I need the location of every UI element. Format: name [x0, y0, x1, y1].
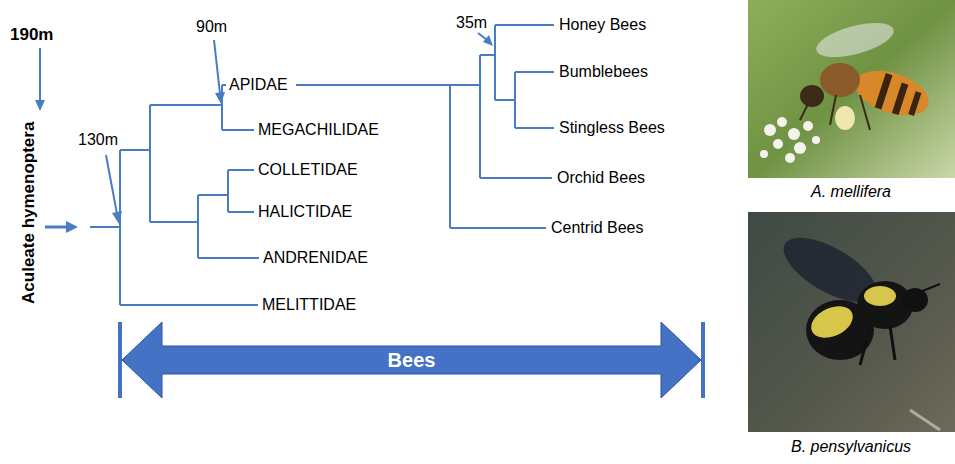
tree-label: 190m [10, 25, 53, 45]
flowers [760, 117, 820, 163]
tree-label: 90m [196, 18, 227, 36]
branch-line [228, 211, 254, 213]
band-label: Bees [388, 349, 436, 372]
band-text-holder: Bees [118, 320, 705, 400]
branch-line [119, 150, 121, 305]
tree-label: Bumblebees [559, 63, 648, 81]
axis-label: Aculeate hymenoptera [19, 122, 39, 304]
tree-label: APIDAE [229, 76, 288, 94]
branch-line [480, 54, 495, 56]
pointer-line [106, 155, 117, 214]
branch-line [480, 177, 552, 179]
branch-line [227, 170, 229, 212]
branch-line [296, 84, 450, 86]
branch-line [150, 104, 222, 106]
arrowhead [35, 100, 45, 111]
branch-line [450, 227, 546, 229]
bumblebee-photo [748, 212, 955, 432]
photo-caption: A. mellifera [811, 183, 891, 201]
tree-label: Orchid Bees [557, 169, 645, 187]
branch-line [150, 221, 198, 223]
arrowhead [112, 211, 122, 224]
tree-label: MEGACHILIDAE [258, 121, 379, 139]
tree-label: COLLETIDAE [258, 161, 358, 179]
branch-line [495, 99, 515, 101]
branch-line [449, 85, 451, 228]
branch-line [479, 55, 481, 178]
branch-line [120, 149, 150, 151]
tree-label: Stingless Bees [559, 119, 665, 137]
arrowheads [35, 35, 493, 233]
pointer-line [214, 40, 220, 94]
tree-lines [40, 25, 554, 305]
photo-ground [748, 0, 955, 178]
photo-ground [748, 212, 955, 432]
branch-line [221, 85, 223, 130]
tree-label: ANDRENIDAE [263, 249, 368, 267]
tree-label: MELITTIDAE [262, 296, 356, 314]
branch-line [494, 25, 496, 100]
branch-line [222, 84, 226, 86]
honeybee [800, 16, 934, 130]
branch-line [198, 194, 228, 196]
branch-line [198, 257, 259, 259]
double-arrow-band: Bees [118, 320, 705, 400]
arrowhead [483, 35, 493, 46]
photo-caption: B. pensylvanicus [791, 438, 911, 456]
tree-label: Honey Bees [559, 16, 646, 34]
tree-label: 130m [78, 131, 118, 149]
branch-line [450, 84, 480, 86]
branch-line [515, 71, 554, 73]
pointer-line [45, 226, 68, 229]
branch-line [149, 105, 151, 222]
tree-label: HALICTIDAE [258, 203, 352, 221]
end-bar [701, 322, 705, 398]
tree-label: Centrid Bees [551, 219, 644, 237]
arrowhead [66, 221, 78, 233]
branch-line [197, 195, 199, 258]
tree-label: 35m [456, 14, 487, 32]
arrowhead [215, 92, 225, 104]
branch-line [120, 304, 258, 306]
arrow-shape [122, 322, 701, 398]
branch-line [90, 226, 120, 228]
branch-line [515, 127, 554, 129]
honeybee-photo [748, 0, 955, 178]
branch-line [514, 72, 516, 128]
pointer-line [39, 48, 41, 104]
branch-line [222, 129, 254, 131]
bumblebee [774, 225, 940, 430]
end-bar [118, 322, 122, 398]
branch-line [495, 24, 554, 26]
branch-line [228, 169, 254, 171]
